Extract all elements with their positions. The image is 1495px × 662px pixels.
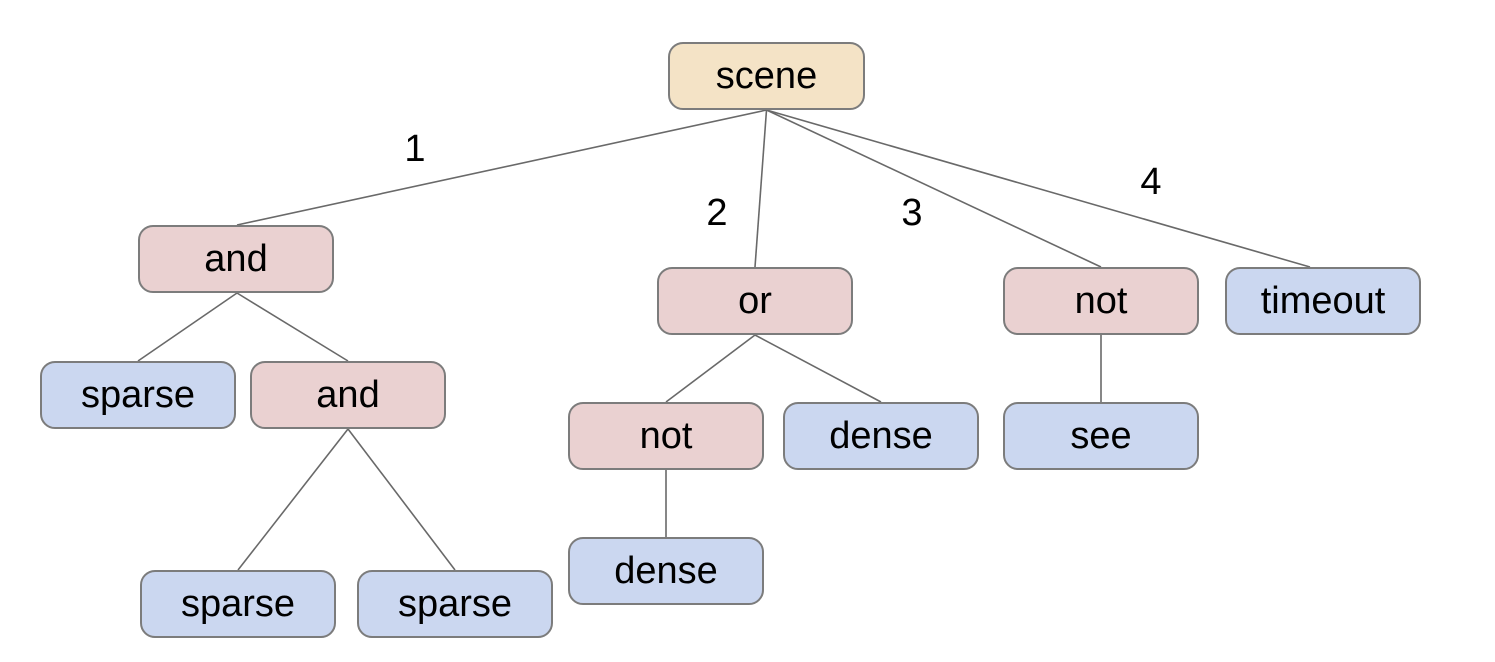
node-and-2: and — [250, 361, 446, 429]
edge-and1-sparse1 — [137, 292, 238, 362]
edge-scene-timeout — [766, 109, 1311, 268]
edge-and1-and2 — [236, 292, 349, 362]
node-scene: scene — [668, 42, 865, 110]
edge-and2-sparse3 — [347, 428, 456, 571]
node-not-right: not — [1003, 267, 1199, 335]
node-sparse-left: sparse — [40, 361, 236, 429]
node-see: see — [1003, 402, 1199, 470]
node-timeout: timeout — [1225, 267, 1421, 335]
edge-or1-not2 — [665, 334, 756, 403]
node-sparse-bottom-right: sparse — [357, 570, 553, 638]
node-not-middle: not — [568, 402, 764, 470]
node-dense-upper: dense — [783, 402, 979, 470]
node-dense-lower: dense — [568, 537, 764, 605]
node-sparse-bottom-left: sparse — [140, 570, 336, 638]
edge-or1-dense1 — [754, 334, 882, 403]
edge-label-4: 4 — [1140, 161, 1162, 203]
node-and-1: and — [138, 225, 334, 293]
edge-label-3: 3 — [901, 192, 923, 234]
edge-and2-sparse2 — [237, 428, 349, 571]
node-or: or — [657, 267, 853, 335]
edge-scene-or1 — [754, 109, 768, 268]
edge-scene-and1 — [236, 109, 767, 226]
edge-label-1: 1 — [404, 128, 426, 170]
edge-scene-not1 — [766, 109, 1102, 268]
edge-label-2: 2 — [706, 192, 728, 234]
